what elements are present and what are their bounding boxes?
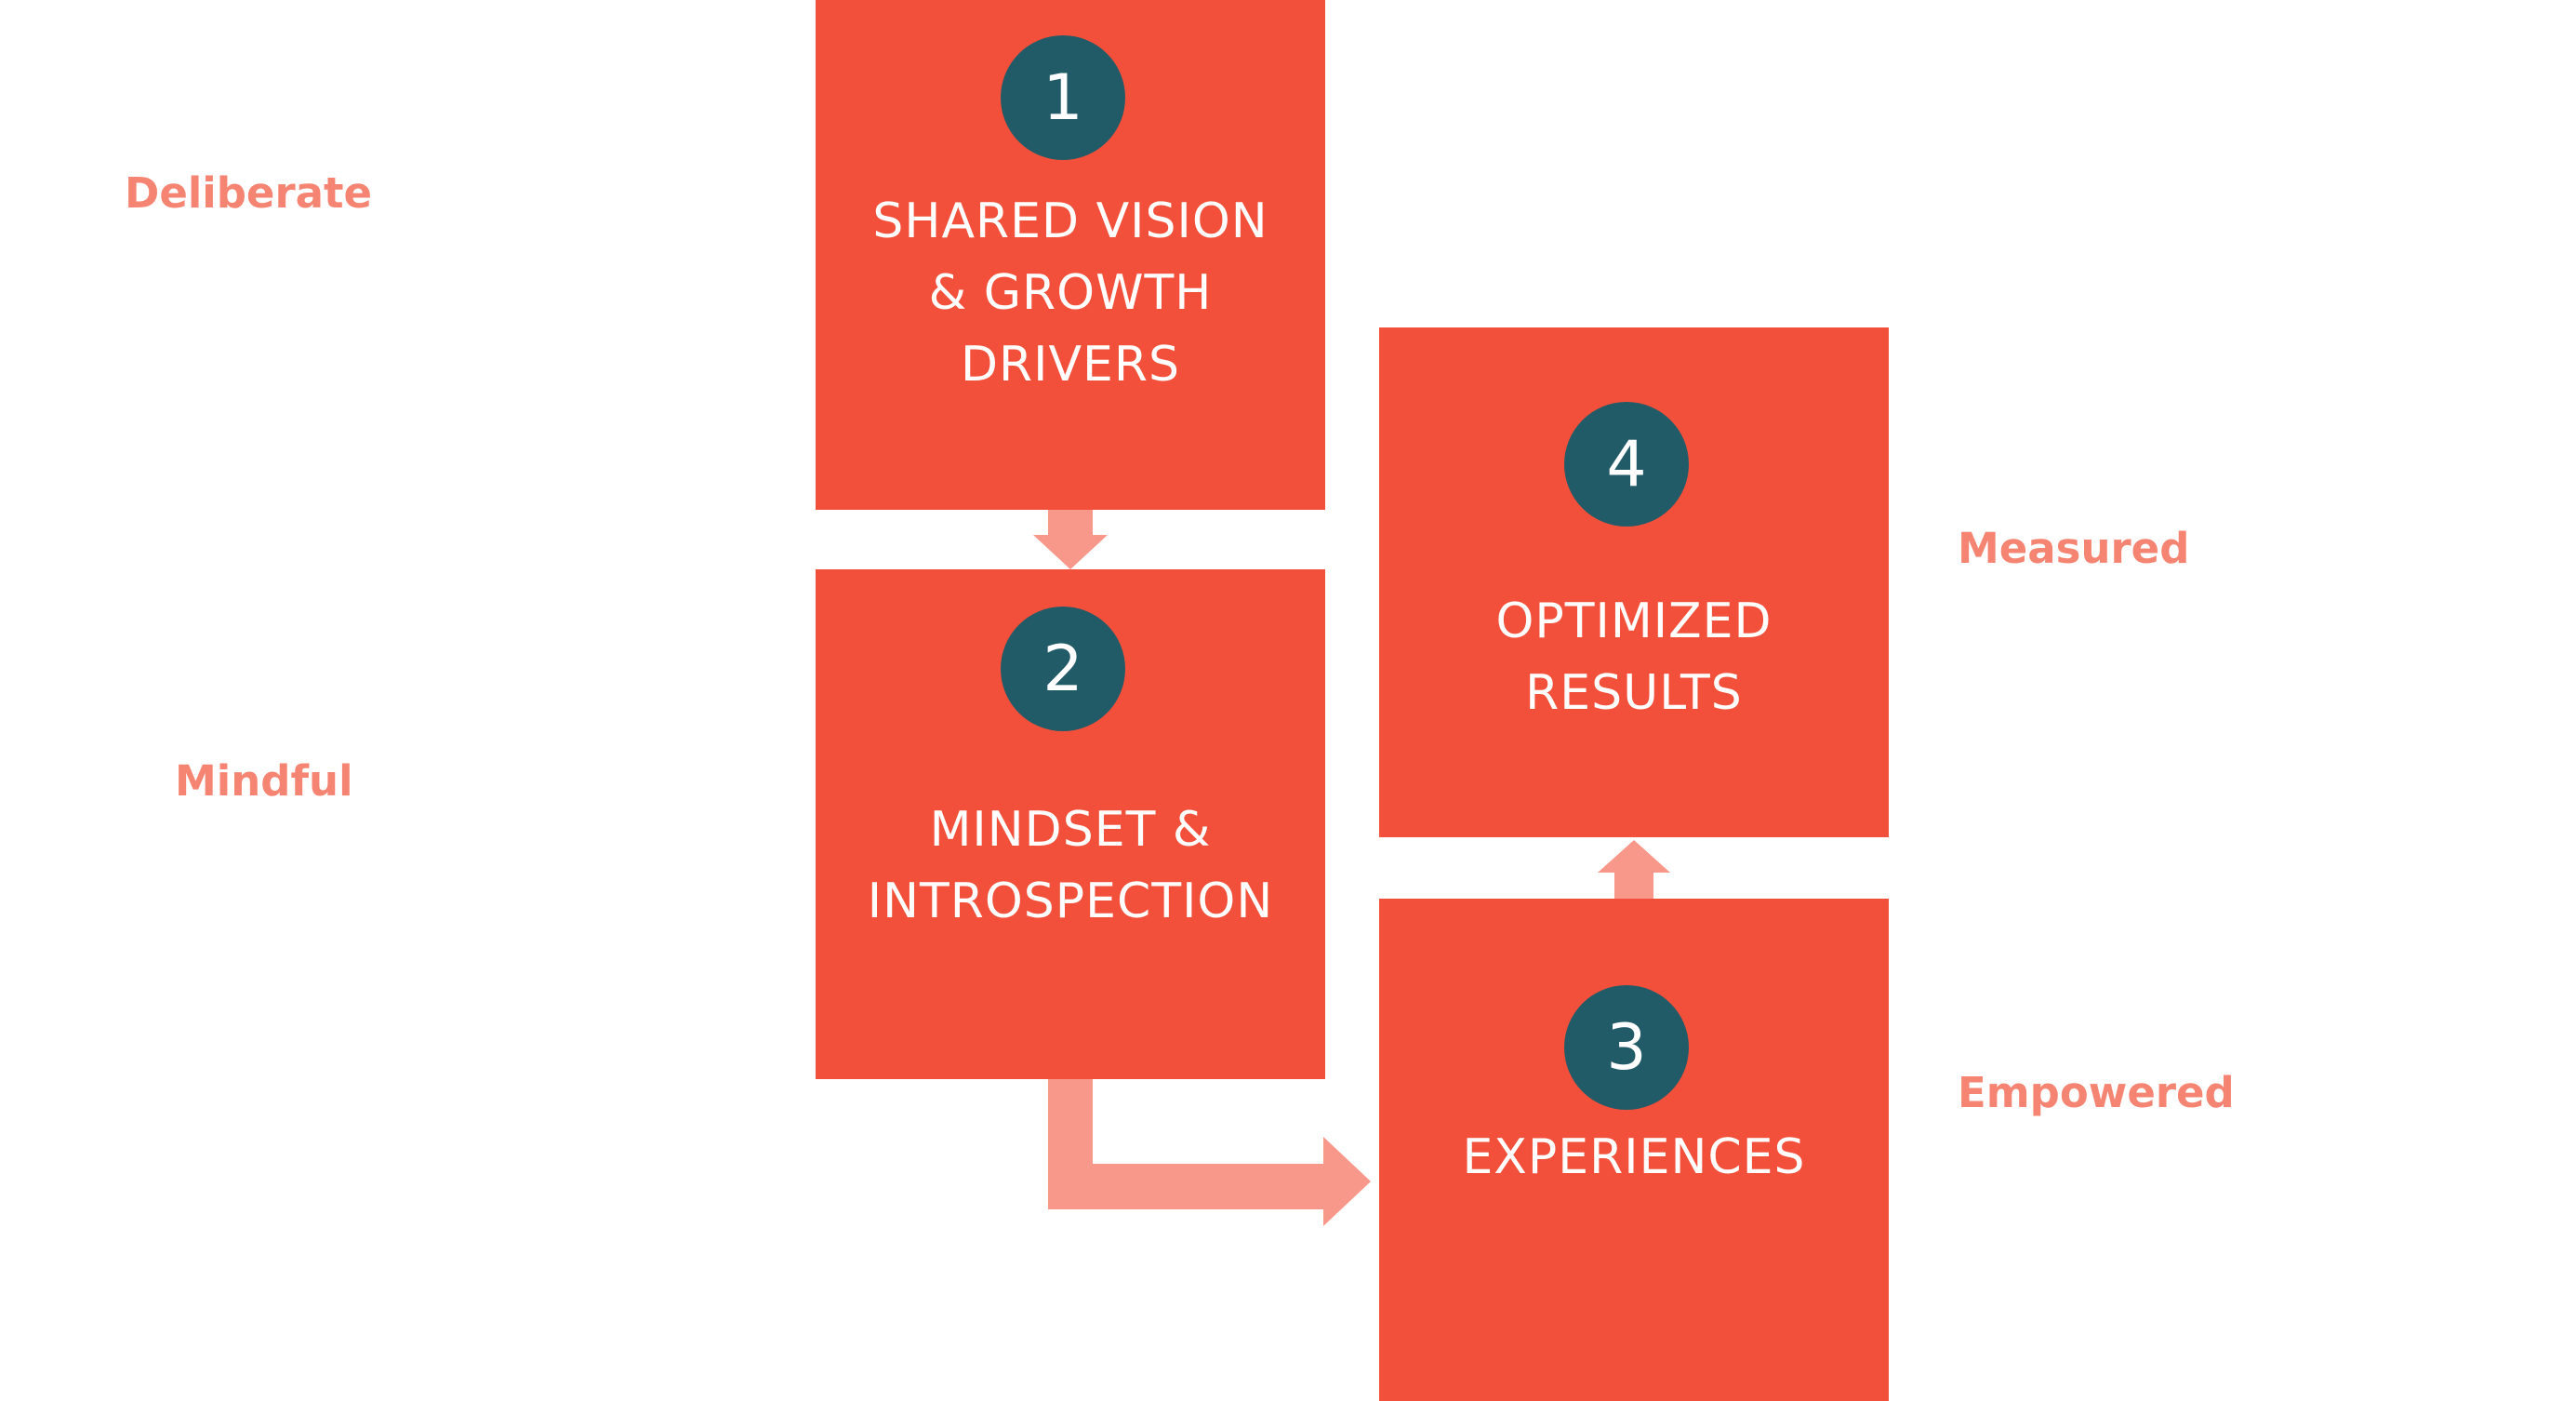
arrow-3-to-4 [1598,840,1670,899]
arrow-1-to-2 [1033,510,1108,569]
step-title: MINDSET & INTROSPECTION [867,802,1274,929]
label-mindful: Mindful [175,756,353,806]
step-box-3: 3 EXPERIENCES [1379,899,1889,1401]
step-number-badge: 2 [1001,607,1125,731]
label-deliberate: Deliberate [125,168,373,218]
step-number-badge: 1 [1001,35,1125,160]
step-box-4: 4 OPTIMIZED RESULTS [1379,327,1889,837]
step-box-1: 1 SHARED VISION & GROWTH DRIVERS [816,0,1325,510]
arrow-2-to-3 [1048,1079,1371,1226]
step-title: EXPERIENCES [1462,1129,1806,1185]
label-measured: Measured [1958,524,2190,573]
step-title: OPTIMIZED RESULTS [1495,594,1773,721]
step-box-2: 2 MINDSET & INTROSPECTION [816,569,1325,1079]
step-number-badge: 3 [1564,985,1689,1110]
label-empowered: Empowered [1958,1068,2235,1117]
step-title: SHARED VISION & GROWTH DRIVERS [872,193,1268,393]
step-number-badge: 4 [1564,402,1689,527]
